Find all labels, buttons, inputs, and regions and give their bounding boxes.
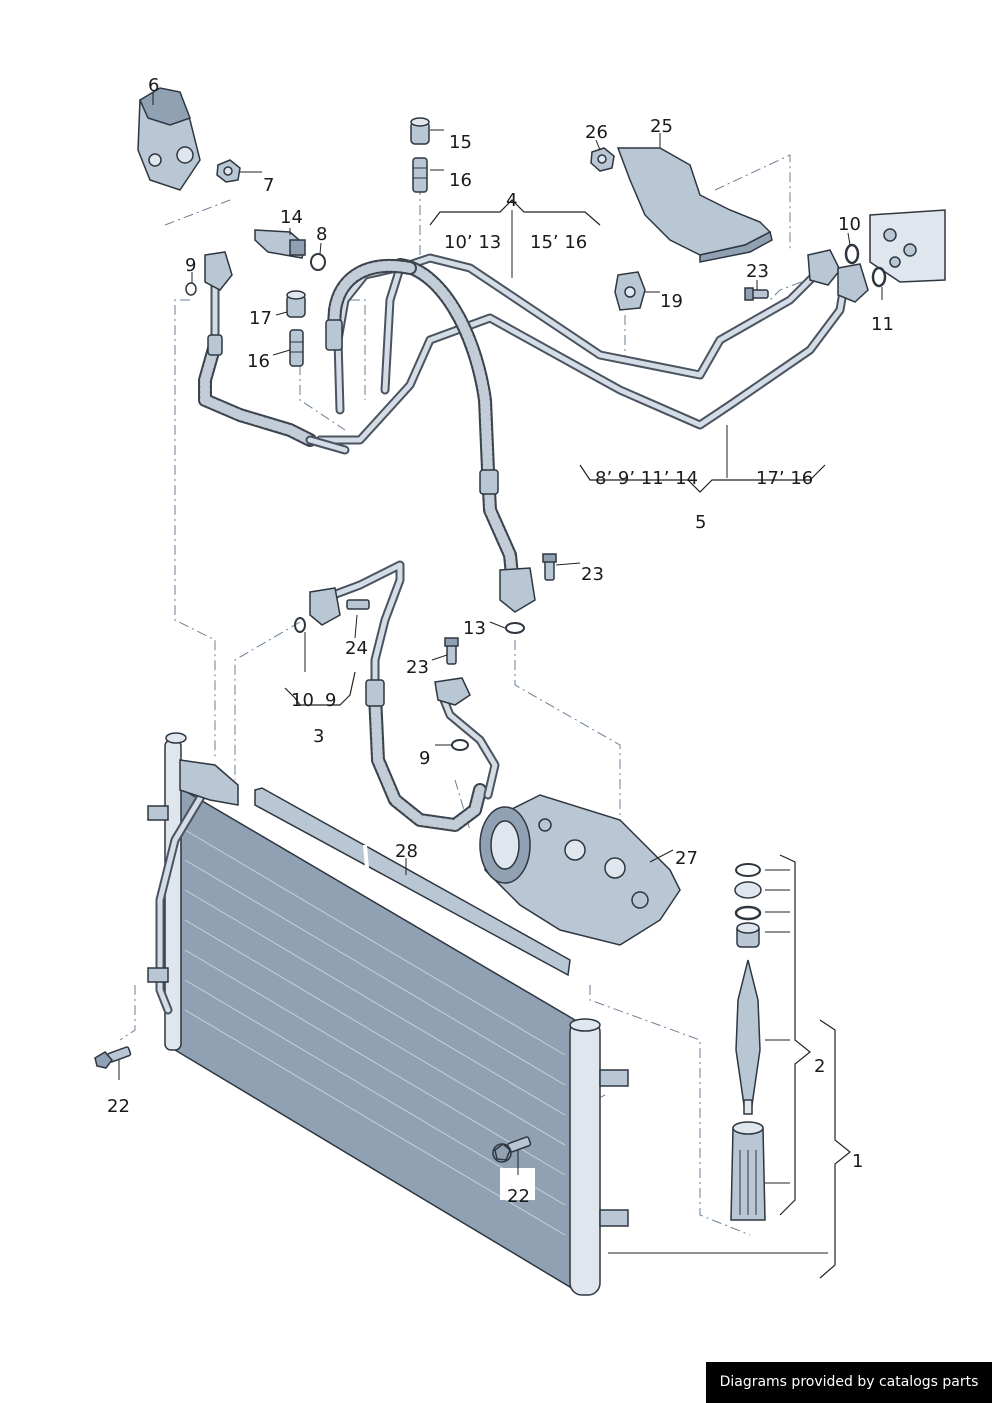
callout-labels: 6 7 15 16 26 25 4 14 8 10 10’ 13 15’ 16 … <box>107 75 894 1207</box>
callout-4: 4 <box>506 190 517 211</box>
brace-group-3 <box>284 671 356 706</box>
callout-16-left: 16 <box>247 351 270 372</box>
callout-3: 3 <box>313 726 324 747</box>
seal-part-11 <box>871 266 887 288</box>
callout-14: 14 <box>280 207 303 228</box>
brace-group-5 <box>579 464 826 493</box>
liquid-line-part-3 <box>309 560 487 832</box>
heat-shield-part-25 <box>616 147 773 263</box>
screw-part-22-right <box>492 1136 535 1200</box>
bracket-part-6 <box>137 87 201 191</box>
seal-part-10-top <box>844 243 860 265</box>
ac-compressor-part-27 <box>479 794 681 946</box>
seal-strip-part-28 <box>254 787 571 977</box>
callout-1: 1 <box>852 1151 863 1172</box>
callout-8: 8 <box>316 224 327 245</box>
callout-24: 24 <box>345 638 368 659</box>
cap-part-17 <box>286 290 306 318</box>
suction-hose <box>325 258 536 613</box>
discharge-line <box>434 677 500 800</box>
refrigerant-line-part-4 <box>315 249 869 445</box>
callout-11: 11 <box>871 314 894 335</box>
nut-part-26 <box>590 147 615 172</box>
callout-2: 2 <box>814 1056 825 1077</box>
callout-25: 25 <box>650 116 673 137</box>
pressure-sensor-part-14 <box>254 229 306 259</box>
screw-part-22-left <box>94 1046 132 1069</box>
pipe-clip-part-19 <box>614 271 646 311</box>
callout-17-16: 17’ 16 <box>756 468 813 489</box>
callout-15: 15 <box>449 132 472 153</box>
o-ring-part-13 <box>505 622 525 634</box>
callout-19: 19 <box>660 291 683 312</box>
nut-part-7 <box>216 159 241 183</box>
diagram-credit-banner: Diagrams provided by catalogs parts <box>706 1362 992 1403</box>
bolt-part-23-lower <box>444 637 459 665</box>
valve-part-16-top <box>412 157 428 193</box>
callout-10-top: 10 <box>838 214 861 235</box>
o-ring-part-10-mid <box>294 617 306 633</box>
callout-9-mid: 9 <box>325 690 336 711</box>
callout-28: 28 <box>395 841 418 862</box>
callout-22-right: 22 <box>507 1186 530 1207</box>
callout-23-top: 23 <box>746 261 769 282</box>
drier-kit-part-2 <box>730 863 766 1221</box>
callout-26: 26 <box>585 122 608 143</box>
callout-22-left: 22 <box>107 1096 130 1117</box>
callout-23-mid: 23 <box>581 564 604 585</box>
callout-16-top: 16 <box>449 170 472 191</box>
brace-group-1 <box>819 1019 851 1279</box>
callout-9-top: 9 <box>185 255 196 276</box>
o-ring-part-9-lower <box>451 739 469 751</box>
callout-27: 27 <box>675 848 698 869</box>
callout-10-13: 10’ 13 <box>444 232 501 253</box>
alignment-lines <box>119 154 821 1236</box>
callout-8-9-11-14: 8’ 9’ 11’ 14 <box>595 468 698 489</box>
callout-9-lower: 9 <box>419 748 430 769</box>
callout-6: 6 <box>148 75 159 96</box>
cap-part-15 <box>410 117 430 145</box>
brace-group-2 <box>779 854 811 1216</box>
o-ring-part-8 <box>310 253 326 271</box>
callout-7: 7 <box>263 175 274 196</box>
firewall-flange <box>869 209 946 283</box>
bolt-part-23-top <box>744 287 769 301</box>
condenser-part-1 <box>147 732 629 1296</box>
callout-17: 17 <box>249 308 272 329</box>
brace-group-4 <box>429 199 601 226</box>
leader-lines <box>118 92 883 1254</box>
callout-23-lower: 23 <box>406 657 429 678</box>
valve-part-16-left <box>289 329 304 367</box>
bolt-part-23-mid <box>542 553 557 581</box>
left-line-with-hose <box>198 251 350 455</box>
callout-15-16: 15’ 16 <box>530 232 587 253</box>
o-ring-part-9-top <box>185 282 197 296</box>
callout-13: 13 <box>463 618 486 639</box>
callout-5: 5 <box>695 512 706 533</box>
callout-10-mid: 10 <box>291 690 314 711</box>
